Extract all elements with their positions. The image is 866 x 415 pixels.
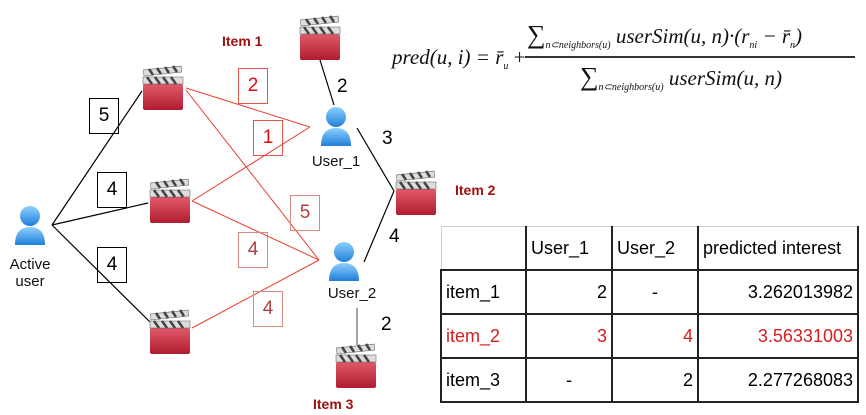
active-user-icon	[15, 206, 45, 245]
rating-user2-item3: 2	[381, 314, 392, 335]
item2-clapper-icon	[394, 169, 438, 217]
rating-user1-item1: 2	[337, 76, 348, 97]
header-predicted-interest: predicted interest	[697, 226, 859, 271]
edge-user2-item2	[363, 190, 395, 263]
user2-icon	[329, 242, 359, 281]
neighbor-rating-box: 4	[253, 291, 283, 327]
header-user1: User_1	[525, 226, 613, 271]
user1-icon	[321, 107, 351, 146]
rating-user1-item2: 3	[382, 128, 393, 149]
rating-box: 4	[97, 247, 127, 283]
edge-user1-item2	[356, 127, 395, 192]
neighbor-rating-box: 5	[290, 195, 320, 231]
edge-active-movie1	[51, 90, 143, 226]
edge-item1-user1	[319, 59, 335, 106]
rating-user2-item2: 4	[389, 226, 400, 247]
rating-box: 5	[89, 98, 119, 134]
table-row: item_3 - 2 2.277268083	[440, 357, 859, 403]
active-user-label: Active user	[9, 256, 51, 290]
user2-label: User_2	[327, 285, 377, 302]
user1-label: User_1	[311, 153, 361, 170]
item1-label: Item 1	[222, 33, 263, 49]
edge-movie1-user2	[185, 89, 320, 261]
neighbor-edges	[185, 87, 320, 329]
rating-box: 4	[97, 172, 127, 208]
table-header-row: User_1 User_2 predicted interest	[440, 226, 859, 271]
movie-clapper-icon	[141, 64, 185, 112]
item1-clapper-icon	[298, 14, 342, 62]
table-row: item_1 2 - 3.262013982	[440, 269, 859, 315]
prediction-table: User_1 User_2 predicted interest item_1 …	[440, 226, 859, 403]
neighbor-rating-box: 4	[238, 232, 268, 268]
item2-label: Item 2	[455, 182, 496, 198]
edge-active-movie2	[51, 202, 149, 226]
header-user2: User_2	[611, 226, 699, 271]
edge-active-movie3	[51, 224, 151, 323]
movie-clapper-icon	[148, 308, 192, 356]
edge-movie3-user2	[191, 259, 320, 329]
edge-movie2-user1	[191, 126, 311, 202]
neighbor-rating-box: 2	[238, 68, 268, 104]
table-row-highlighted: item_2 3 4 3.56331003	[440, 313, 859, 359]
item-edges	[319, 59, 395, 345]
item3-clapper-icon	[334, 342, 378, 390]
edge-movie1-user1	[185, 87, 311, 128]
neighbor-rating-box: 1	[253, 120, 283, 156]
movie-clapper-icon	[148, 177, 192, 225]
edge-movie2-user2	[191, 200, 320, 261]
active-user-edges	[51, 90, 151, 323]
item3-label: Item 3	[313, 396, 354, 412]
